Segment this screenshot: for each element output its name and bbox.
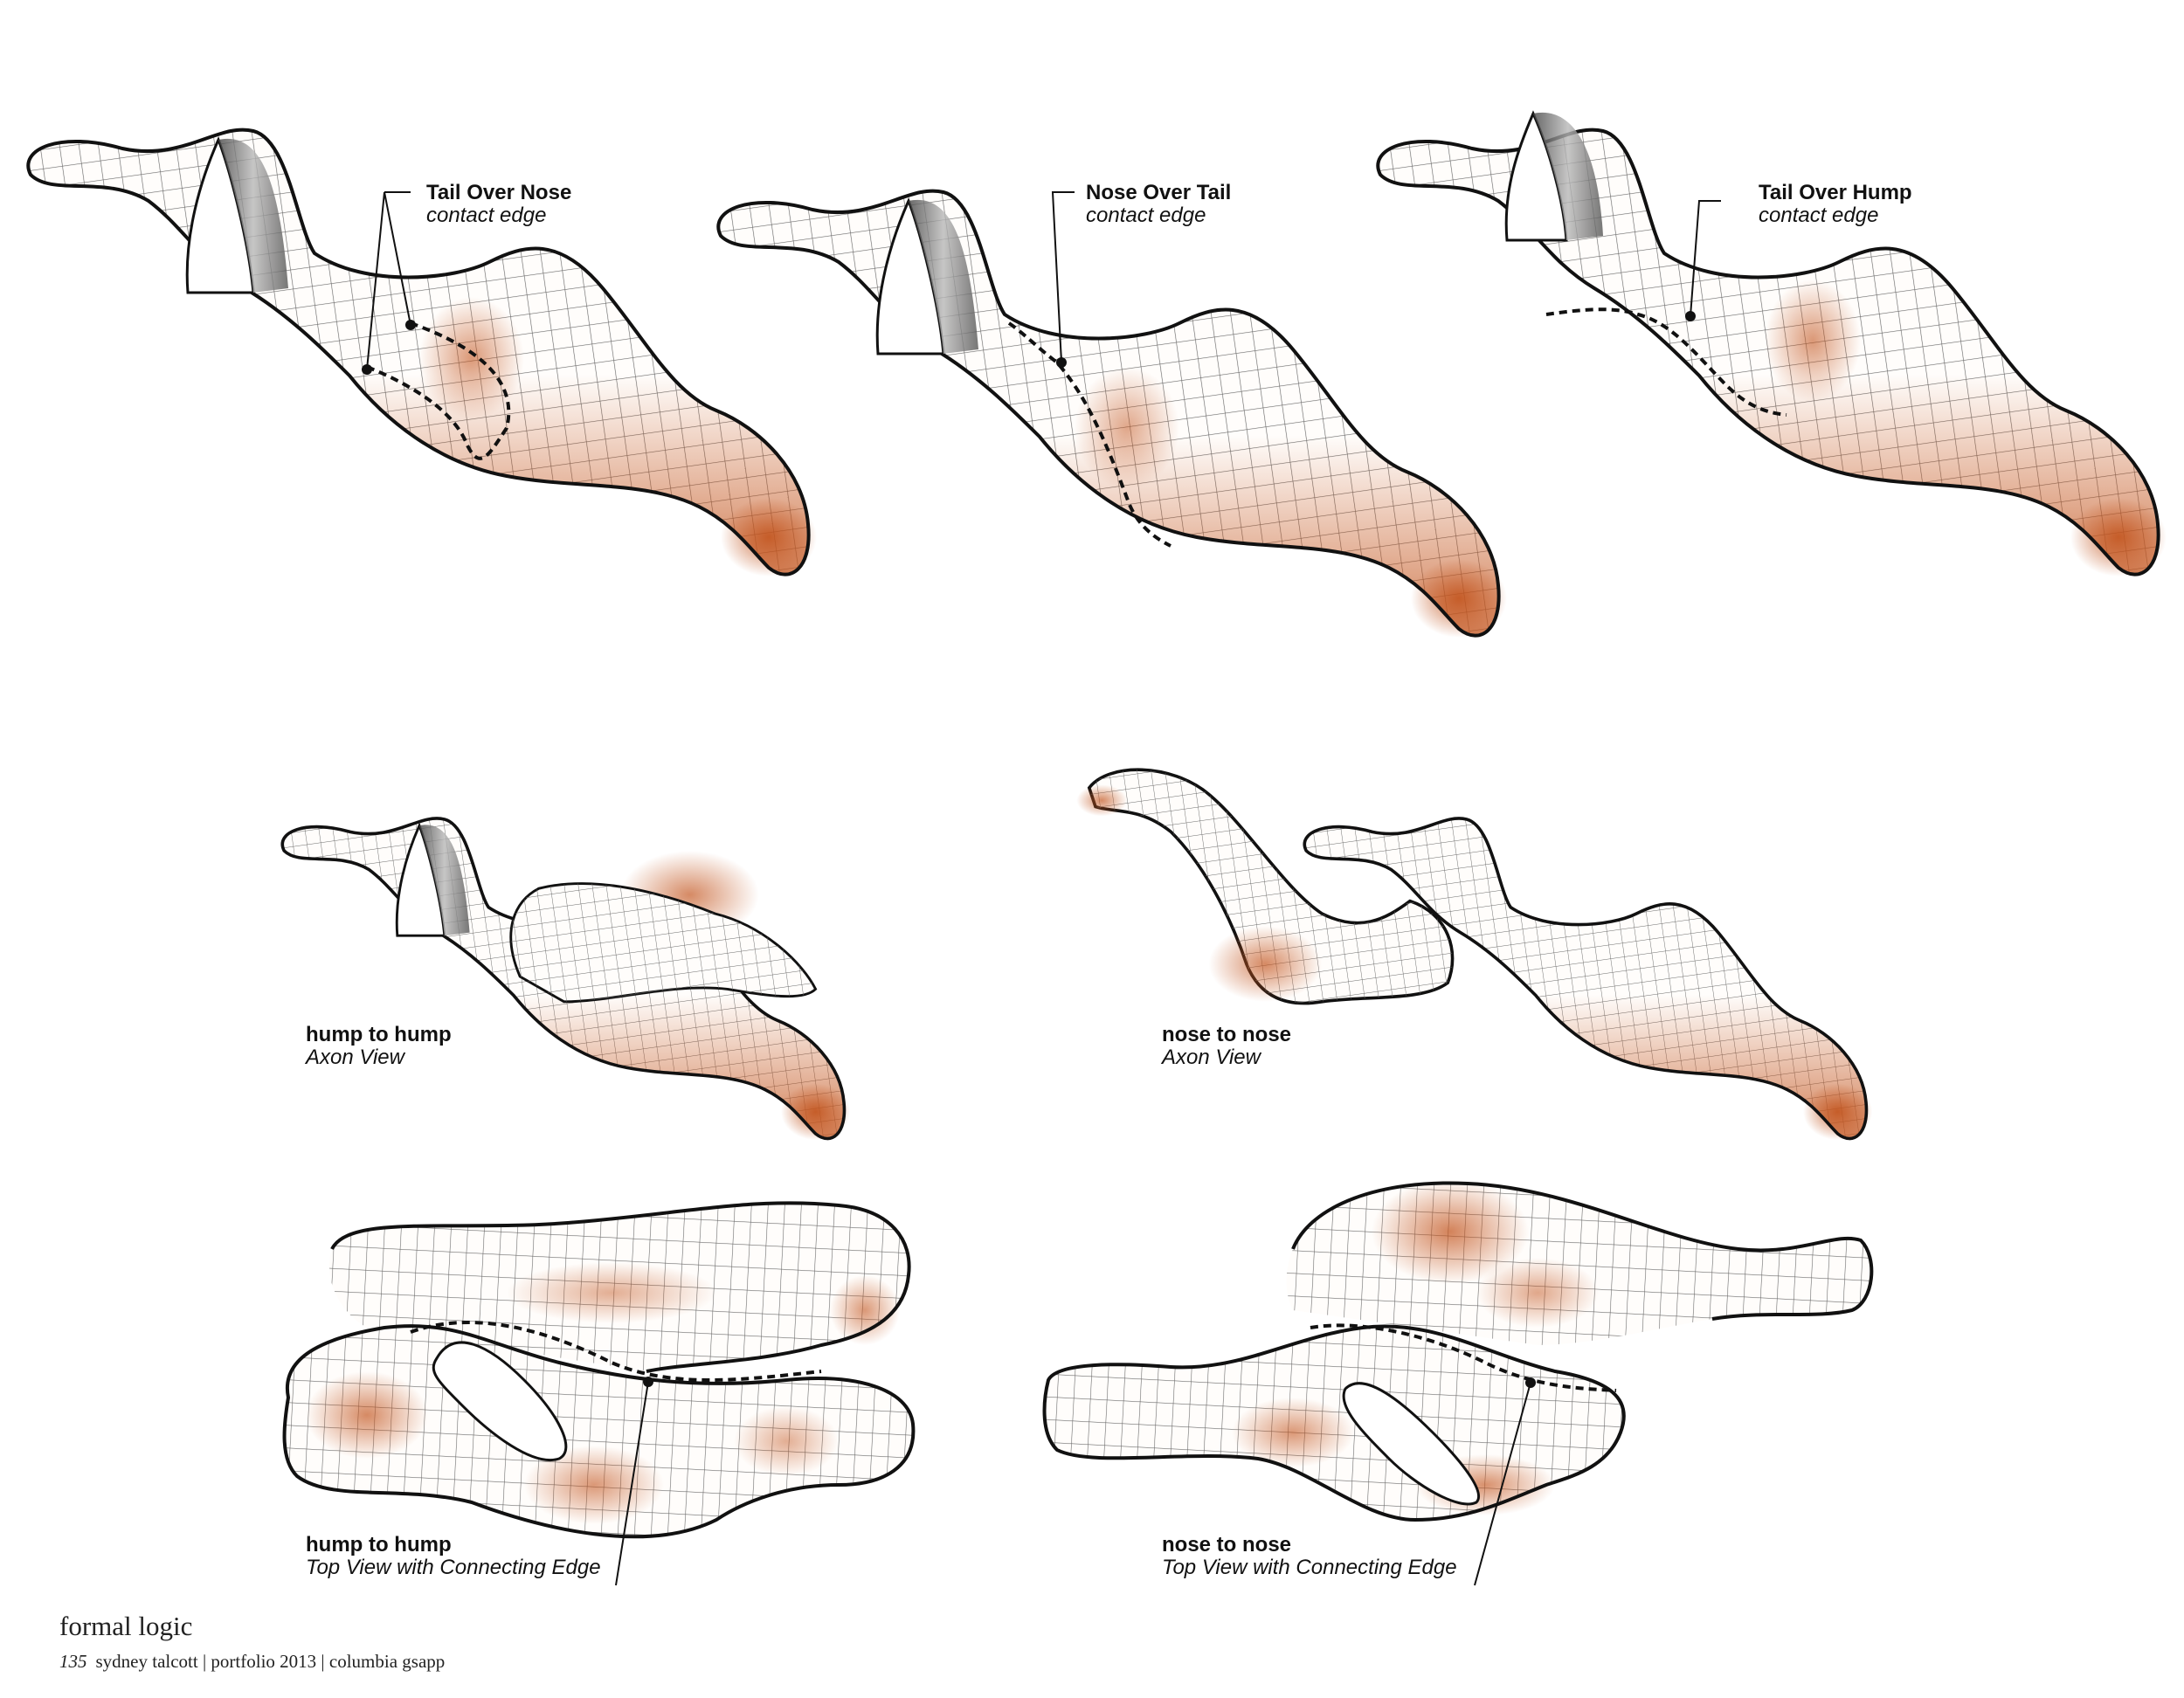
label-title: hump to hump <box>306 1023 452 1046</box>
label-nose-over-tail: Nose Over Tail contact edge <box>1086 182 1231 227</box>
label-subtitle: Axon View <box>306 1045 404 1069</box>
tail-over-hump-form <box>1376 110 2167 576</box>
hump-to-hump-top-form <box>282 1201 916 1586</box>
page-footer: formal logic 135 sydney talcott | portfol… <box>59 1611 445 1673</box>
nose-to-nose-axon-form <box>1076 768 1873 1141</box>
label-tail-over-nose: Tail Over Nose contact edge <box>426 182 571 227</box>
label-subtitle: Top View with Connecting Edge <box>306 1555 601 1579</box>
label-nose-to-nose-axon: nose to nose Axon View <box>1162 1024 1291 1069</box>
label-title: Nose Over Tail <box>1086 181 1232 204</box>
nose-to-nose-top-form <box>1042 1179 1874 1586</box>
label-title: Tail Over Hump <box>1759 181 1912 204</box>
page-number: 135 <box>59 1651 87 1672</box>
label-nose-to-nose-top: nose to nose Top View with Connecting Ed… <box>1162 1534 1457 1579</box>
label-subtitle: Top View with Connecting Edge <box>1162 1555 1457 1579</box>
label-hump-to-hump-top: hump to hump Top View with Connecting Ed… <box>306 1534 601 1579</box>
label-title: nose to nose <box>1162 1533 1292 1556</box>
label-tail-over-hump: Tail Over Hump contact edge <box>1759 182 1912 227</box>
nose-over-tail-form <box>716 189 1507 638</box>
hump-to-hump-axon-form <box>280 817 851 1141</box>
label-subtitle: contact edge <box>1086 203 1206 227</box>
credit-line: 135 sydney talcott | portfolio 2013 | col… <box>59 1651 445 1673</box>
label-title: hump to hump <box>306 1533 452 1556</box>
section-heading: formal logic <box>59 1611 193 1641</box>
label-title: Tail Over Nose <box>426 181 572 204</box>
label-subtitle: contact edge <box>426 203 547 227</box>
label-title: nose to nose <box>1162 1023 1292 1046</box>
credit-text: sydney talcott | portfolio 2013 | columb… <box>95 1651 446 1672</box>
tail-over-nose-form <box>26 128 817 576</box>
label-hump-to-hump-axon: hump to hump Axon View <box>306 1024 452 1069</box>
label-subtitle: Axon View <box>1162 1045 1261 1069</box>
label-subtitle: contact edge <box>1759 203 1879 227</box>
